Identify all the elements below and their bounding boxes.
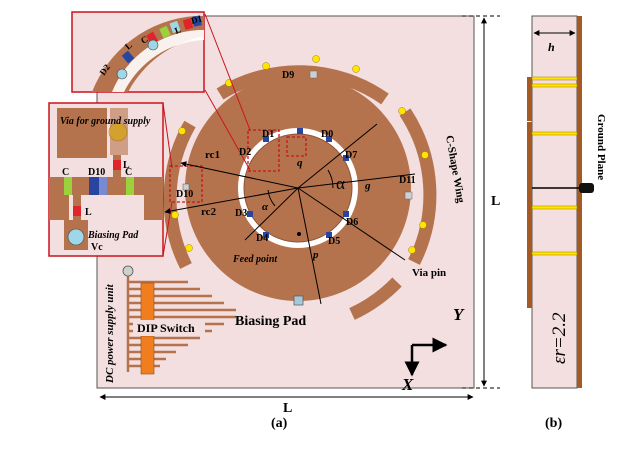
label-inset-d10: D10 (88, 167, 105, 178)
label-inset2-l1: L (123, 40, 134, 52)
label-fig-b: (b) (545, 416, 562, 431)
callout-box-q (286, 136, 307, 157)
inner-diodes (247, 128, 349, 238)
dip-switch-label-box (133, 320, 205, 336)
callout-leader-3 (162, 102, 173, 169)
label-l-bottom: L (283, 401, 292, 416)
side-top-conductor-1 (527, 77, 532, 121)
label-dip-switch: DIP Switch (137, 321, 195, 335)
label-d7: D7 (345, 150, 357, 161)
dc-supply-terminal (122, 265, 134, 277)
side-top-conductor-2 (527, 122, 532, 308)
label-via-pin: Via pin (412, 267, 446, 279)
label-alpha-small: α (262, 201, 269, 213)
wing-right (399, 108, 437, 265)
label-h: h (548, 40, 555, 54)
label-d5: D5 (328, 236, 340, 247)
label-d10: D10 (176, 189, 193, 200)
inset-bias-detail (48, 102, 164, 257)
label-inset-l-bottom: L (85, 207, 92, 218)
side-vias (531, 76, 578, 256)
wing-top (216, 65, 389, 105)
side-connector (579, 183, 594, 193)
biasing-pad-square (293, 295, 304, 306)
label-d4: D4 (256, 233, 268, 244)
label-d11: D11 (399, 175, 416, 186)
label-feed-point: Feed point (232, 254, 278, 265)
label-dc-power: DC power supply unit (104, 283, 116, 384)
wing-bottom-right (349, 277, 402, 320)
label-axis-x: X (401, 375, 414, 394)
label-biasing-pad: Biasing Pad (235, 314, 306, 329)
callout-leader-2 (204, 89, 251, 171)
label-d3: D3 (235, 208, 247, 219)
label-d0: D0 (321, 129, 333, 140)
label-d6: D6 (346, 217, 358, 228)
inset-arc-detail (71, 11, 205, 93)
via-pins (171, 55, 429, 254)
dip-switch-body-top (140, 282, 155, 322)
label-d2: D2 (239, 147, 251, 158)
label-inset2-c: C (139, 34, 150, 46)
pad-d11 (404, 191, 413, 200)
callout-leader-1 (204, 13, 251, 131)
label-d9: D9 (282, 70, 294, 81)
label-fig-a: (a) (271, 416, 288, 431)
label-ground-plane: Ground Plane (595, 114, 607, 180)
label-inset-l-top: L (123, 160, 130, 171)
label-axis-y: Y (453, 305, 465, 324)
pad-d9 (309, 70, 318, 79)
label-l-right: L (491, 194, 500, 209)
label-d1: D1 (262, 129, 274, 140)
feed-point-dot (297, 232, 301, 236)
callout-box-top (247, 129, 280, 172)
label-rc1: rc1 (205, 149, 220, 161)
label-inset2-d1: D1 (190, 13, 204, 26)
label-rc2: rc2 (201, 206, 217, 218)
label-inset-c-right: C (125, 167, 132, 178)
label-inset-c-left: C (62, 167, 69, 178)
label-epsilon: εr=2.2 (549, 312, 570, 364)
d10-pad (182, 183, 190, 191)
dimension-lines (164, 123, 416, 305)
label-inset2-l2: L (173, 24, 182, 35)
label-via-ground: Via for ground supply (60, 116, 151, 127)
dip-switch-body-bottom (140, 335, 155, 375)
label-g: g (364, 180, 371, 192)
label-alpha-big: α (336, 174, 345, 193)
label-vc: Vc (91, 242, 103, 253)
label-q: q (297, 157, 303, 169)
label-inset-biasing-pad: Biasing Pad (87, 230, 139, 241)
label-p: p (312, 249, 319, 261)
side-ground-plane (577, 16, 582, 388)
